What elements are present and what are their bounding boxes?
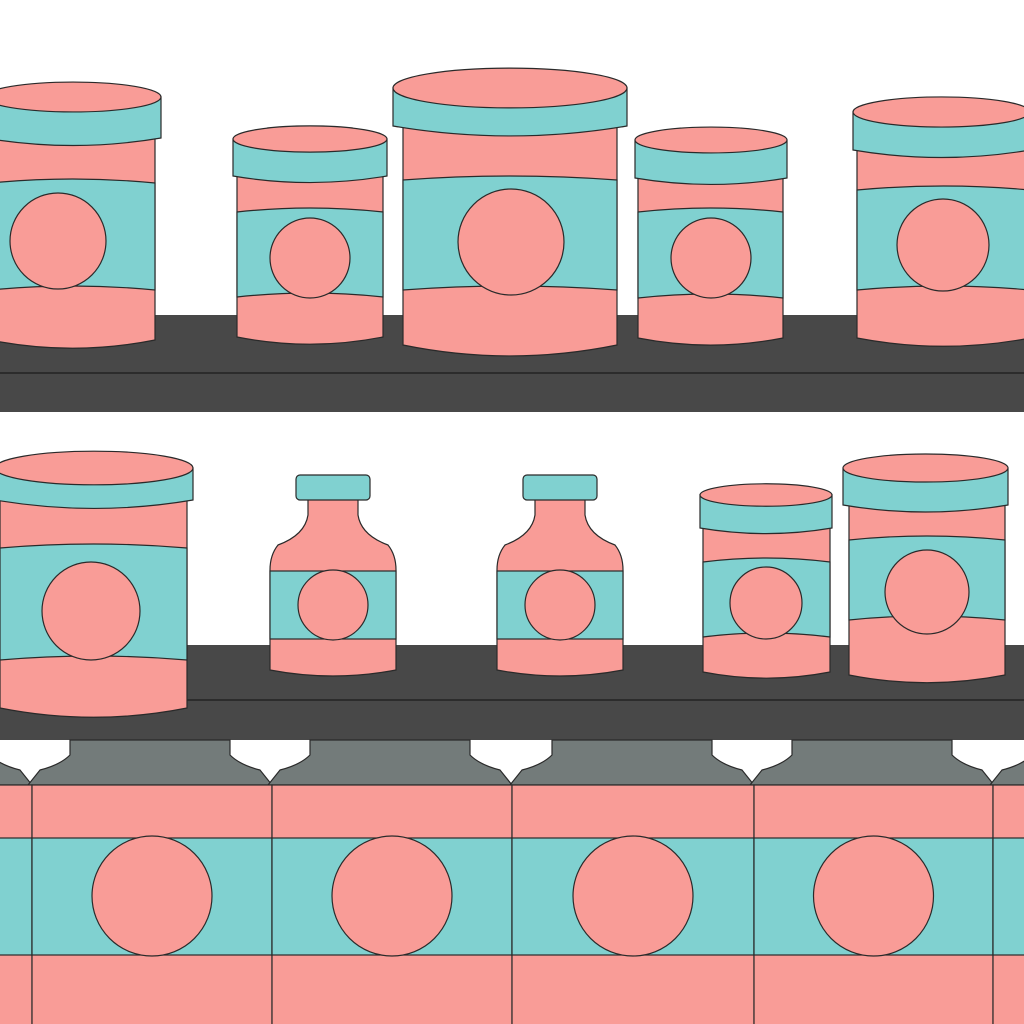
bottle-label-circle [812, 835, 935, 957]
jar-label-circle [729, 566, 803, 640]
jar-label-circle [41, 561, 141, 661]
jar-label-circle [269, 217, 351, 299]
jar-label-circle [884, 549, 970, 635]
jar-lid-top [634, 126, 788, 154]
bottle [269, 474, 397, 677]
bottle-label-band [992, 837, 1024, 956]
bottle-closeup [992, 784, 1024, 1024]
jar-label-circle [9, 192, 107, 290]
bottle-label-circle [524, 569, 596, 641]
jar [0, 450, 194, 718]
jar-label-circle [670, 217, 752, 299]
bottle-cap [522, 474, 598, 501]
jar [232, 125, 388, 345]
bottle-closeup [511, 784, 755, 1024]
jar-lid-top [852, 96, 1024, 128]
jar [842, 453, 1009, 684]
bottle-closeup [31, 784, 273, 1024]
bottle-label-circle [91, 835, 213, 957]
bottle-label-band [0, 837, 33, 956]
bottle-shoulder [266, 739, 514, 786]
jar [852, 96, 1024, 347]
jar [0, 81, 162, 349]
jar-lid-top [0, 450, 194, 486]
bottle-cap [295, 474, 371, 501]
bottle-shoulder [988, 760, 1024, 786]
bottle-closeup [271, 784, 513, 1024]
bottle-shoulder [748, 739, 996, 786]
jar-label-circle [896, 198, 990, 292]
jar-lid-top [0, 81, 162, 113]
jar [392, 67, 628, 357]
bottle-label-circle [297, 569, 369, 641]
jar-lid-top [232, 125, 388, 153]
bottle-closeup [0, 784, 33, 1024]
jar-lid-top [842, 453, 1009, 483]
bottle-closeup [753, 784, 994, 1024]
bottle-label-circle [572, 835, 694, 957]
bottle-shoulder [508, 739, 756, 786]
bottle-shoulder [0, 761, 34, 786]
jar [699, 483, 833, 679]
jar [634, 126, 788, 346]
jar-lid-top [699, 483, 833, 507]
bottle [496, 474, 624, 677]
bottom-bottle-row [0, 739, 1024, 1024]
jar-lid-top [392, 67, 628, 109]
bottle-label-circle [331, 835, 453, 957]
jar-label-circle [457, 188, 565, 296]
bottle-shoulder [26, 739, 274, 786]
